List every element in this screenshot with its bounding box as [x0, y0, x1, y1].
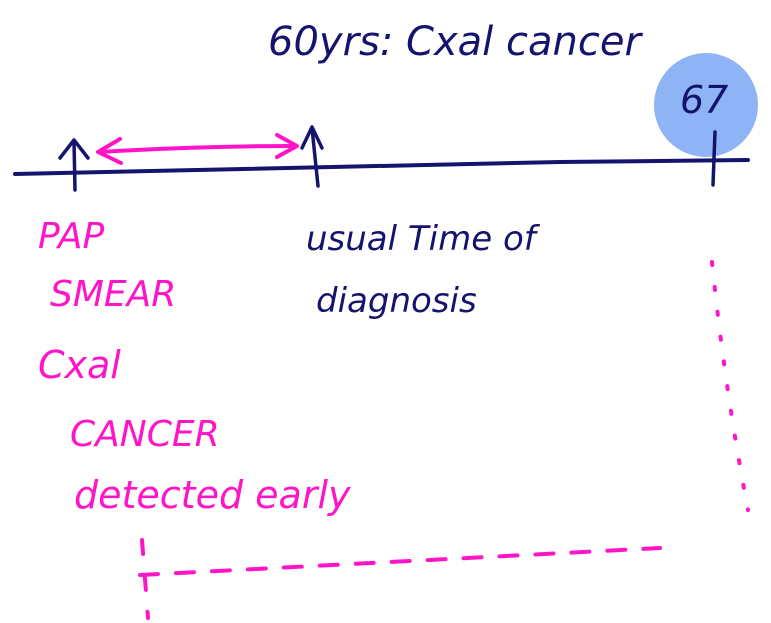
usual-diagnosis-arrow — [300, 125, 324, 188]
age-67-tick — [711, 130, 717, 187]
left-dotted-stub — [140, 538, 150, 620]
bottom-dashed-line — [138, 546, 662, 577]
usual-diagnosis-label-line1: usual Time of — [306, 219, 541, 259]
pap-note-line5: detected early — [74, 473, 351, 517]
right-dotted-line — [710, 260, 750, 512]
pap-note-line2: SMEAR — [50, 274, 176, 315]
pap-note-line3: Cxal — [38, 343, 121, 387]
age-67-highlight — [654, 53, 758, 157]
usual-diagnosis-label-line2: diagnosis — [316, 281, 477, 321]
pap-note-line1: PAP — [38, 216, 105, 257]
timeline-line — [13, 158, 750, 176]
interval-double-arrow — [96, 133, 299, 165]
pap-smear-arrow — [58, 138, 90, 192]
diagram-title: 60yrs: Cxal cancer — [268, 19, 643, 65]
pap-note-line4: CANCER — [70, 414, 220, 455]
age-67-label: 67 — [680, 78, 728, 122]
